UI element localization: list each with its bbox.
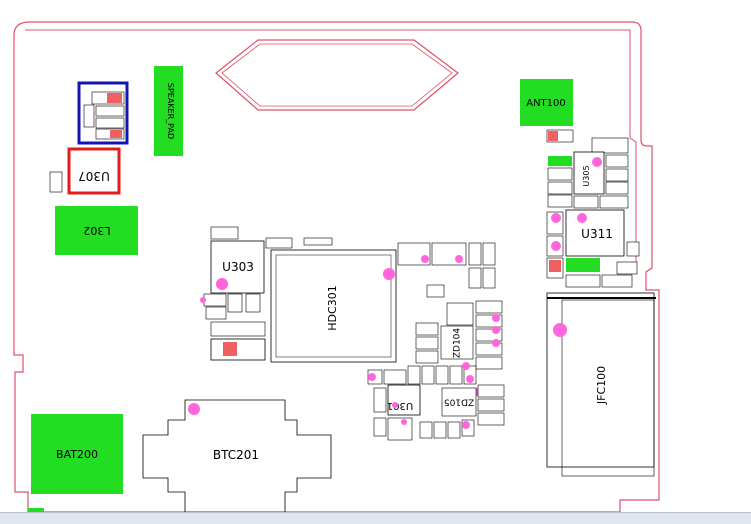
green-pad bbox=[28, 508, 44, 513]
red-pad bbox=[223, 342, 237, 356]
red-highlight-box bbox=[67, 147, 121, 195]
hdc301-connector bbox=[270, 249, 397, 363]
green-pad bbox=[566, 258, 600, 272]
pink-dot bbox=[466, 375, 474, 383]
speaker-pad-label: SPEAKER_PAD bbox=[166, 83, 175, 139]
u311-label: U311 bbox=[581, 227, 613, 241]
green-pad bbox=[548, 156, 572, 166]
pink-dot bbox=[383, 268, 395, 280]
pink-dot bbox=[553, 323, 567, 337]
u307-label: U307 bbox=[78, 169, 110, 183]
u301-label: U301 bbox=[387, 400, 413, 411]
u311-chip bbox=[565, 209, 625, 257]
pink-dot bbox=[455, 255, 463, 263]
u301-chip bbox=[387, 384, 421, 416]
pink-dot bbox=[401, 419, 407, 425]
red-pad bbox=[110, 130, 122, 138]
pink-dot bbox=[492, 339, 500, 347]
hdc301-label: HDC301 bbox=[326, 285, 339, 330]
l302-pad bbox=[55, 206, 138, 255]
jfc100-connector bbox=[546, 292, 655, 468]
pink-dot bbox=[577, 213, 587, 223]
speaker-slot bbox=[215, 39, 459, 111]
pink-dot bbox=[421, 255, 429, 263]
red-pad bbox=[549, 260, 561, 272]
ant100-pad bbox=[520, 79, 573, 126]
pink-dot bbox=[492, 326, 500, 334]
red-pad bbox=[107, 93, 122, 103]
pink-dot bbox=[551, 213, 561, 223]
btc201-label: BTC201 bbox=[213, 448, 259, 462]
bat200-pad bbox=[31, 414, 123, 494]
blue-highlight-box bbox=[77, 81, 129, 145]
zd104-diode bbox=[440, 325, 474, 360]
red-pad bbox=[548, 131, 558, 141]
pink-dot bbox=[492, 314, 500, 322]
zd105-diode bbox=[441, 387, 477, 417]
zd104-label: ZD104 bbox=[453, 328, 463, 359]
ant100-label: ANT100 bbox=[526, 98, 566, 109]
pink-dot bbox=[216, 278, 228, 290]
speaker-pad bbox=[154, 66, 183, 156]
u305-label: U305 bbox=[582, 165, 591, 186]
board-outline-inner bbox=[25, 29, 637, 270]
pink-dot bbox=[392, 402, 398, 408]
pink-dot bbox=[592, 157, 602, 167]
pink-dot bbox=[462, 421, 470, 429]
pink-dot bbox=[462, 362, 470, 370]
u303-label: U303 bbox=[222, 260, 254, 274]
jfc100-label: JFC100 bbox=[595, 366, 608, 405]
pink-dot bbox=[188, 403, 200, 415]
speaker-slot-inner bbox=[221, 43, 453, 107]
l302-label: L302 bbox=[83, 224, 110, 237]
board-outline bbox=[13, 21, 660, 513]
pink-dot bbox=[368, 373, 376, 381]
zd105-label: ZD105 bbox=[444, 397, 474, 407]
pink-dot bbox=[551, 241, 561, 251]
pink-dot bbox=[200, 297, 206, 303]
status-bar bbox=[0, 512, 751, 524]
bat200-label: BAT200 bbox=[56, 448, 98, 461]
